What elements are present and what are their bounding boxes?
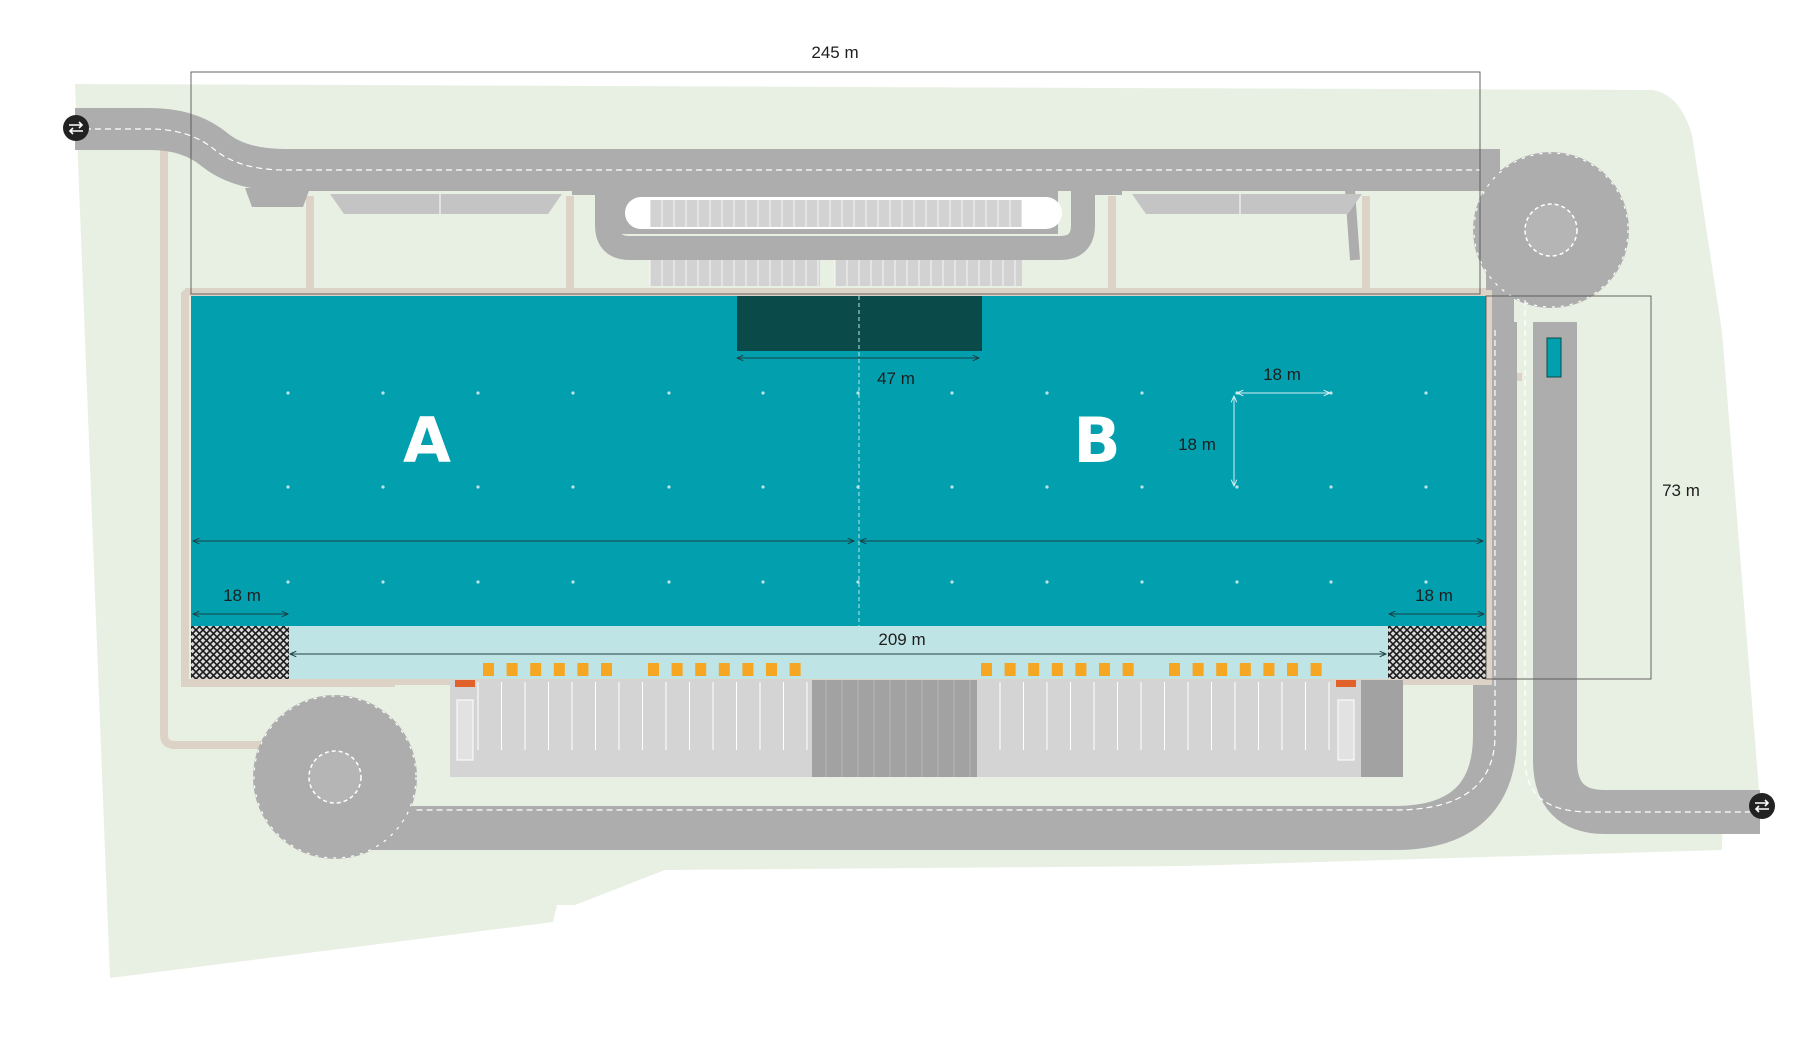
column-marker [761,391,765,395]
column-marker [286,391,290,395]
column-marker [1424,391,1428,395]
dock-doors [483,663,1322,676]
column-marker [1140,391,1144,395]
grid-span-y-label: 18 m [1178,435,1216,454]
parking-stalls-north [649,200,1023,286]
truck-parking [450,680,1403,777]
column-marker [1329,485,1333,489]
column-marker [286,485,290,489]
column-marker [476,580,480,584]
roundabout-northeast-island [1524,203,1578,257]
dock-door [1310,663,1322,676]
dock-door [981,663,992,676]
dock-door [1239,663,1251,676]
dock-door [789,663,801,676]
column-marker [667,485,671,489]
column-marker [1329,580,1333,584]
dock-door [1028,663,1040,676]
site-length-label: 245 m [811,43,858,62]
dock-door [1169,663,1180,676]
dock-door [577,663,589,676]
column-marker [1140,580,1144,584]
column-marker [476,391,480,395]
column-marker [1235,485,1239,489]
column-marker [1045,485,1049,489]
dock-door [601,663,612,676]
entrance-left-icon[interactable] [63,115,89,141]
column-marker [1424,580,1428,584]
column-marker [856,580,860,584]
zone-b-label: B [1073,404,1120,477]
dock-door [1122,663,1134,676]
column-marker [1045,391,1049,395]
dock-door [530,663,542,676]
dock-door [1263,663,1275,676]
dock-door [718,663,730,676]
entrance-right-icon[interactable] [1749,793,1775,819]
dock-door [483,663,494,676]
building-depth-label: 73 m [1662,481,1700,500]
dock-door [1287,663,1298,676]
road-layby [245,188,310,207]
column-marker [761,485,765,489]
dock-door [553,663,565,676]
column-marker [571,485,575,489]
column-marker [950,580,954,584]
column-marker [571,580,575,584]
left-bay-label: 18 m [223,586,261,605]
column-marker [1424,485,1428,489]
dock-door [648,663,659,676]
column-marker [856,391,860,395]
column-marker [761,580,765,584]
dock-door [1099,663,1110,676]
column-marker [667,580,671,584]
gatehouse [1546,337,1562,378]
dock-door [1075,663,1087,676]
column-marker [1140,485,1144,489]
zone-a-label: A [403,404,451,477]
dock-door [766,663,777,676]
dock-door [506,663,518,676]
column-marker [571,391,575,395]
column-marker [381,391,385,395]
column-marker [381,580,385,584]
column-marker [476,485,480,489]
dock-door [742,663,754,676]
building-width-label: 209 m [878,630,925,649]
dock-door [671,663,683,676]
dock-door [1051,663,1063,676]
building-depth-frame [1485,295,1652,680]
grid-span-x-label: 18 m [1263,365,1301,384]
roundabout-southwest-island [308,750,362,804]
road-centerlines [75,128,1750,859]
column-marker [381,485,385,489]
column-marker [667,391,671,395]
dock-door [1004,663,1016,676]
site-length-frame [190,71,1481,295]
dock-door [695,663,707,676]
column-marker [286,580,290,584]
column-marker [950,391,954,395]
dock-door [1216,663,1228,676]
parking-north [330,194,1362,286]
column-marker [1235,580,1239,584]
hatched-bay-right [1388,626,1486,679]
office-width-label: 47 m [877,369,915,388]
dock-door [1192,663,1204,676]
column-marker [950,485,954,489]
truck-stalls [477,680,1330,777]
right-bay-label: 18 m [1415,586,1453,605]
column-marker [1045,580,1049,584]
column-grid [286,391,1428,584]
hatched-bay-left [191,626,289,679]
column-marker [856,485,860,489]
